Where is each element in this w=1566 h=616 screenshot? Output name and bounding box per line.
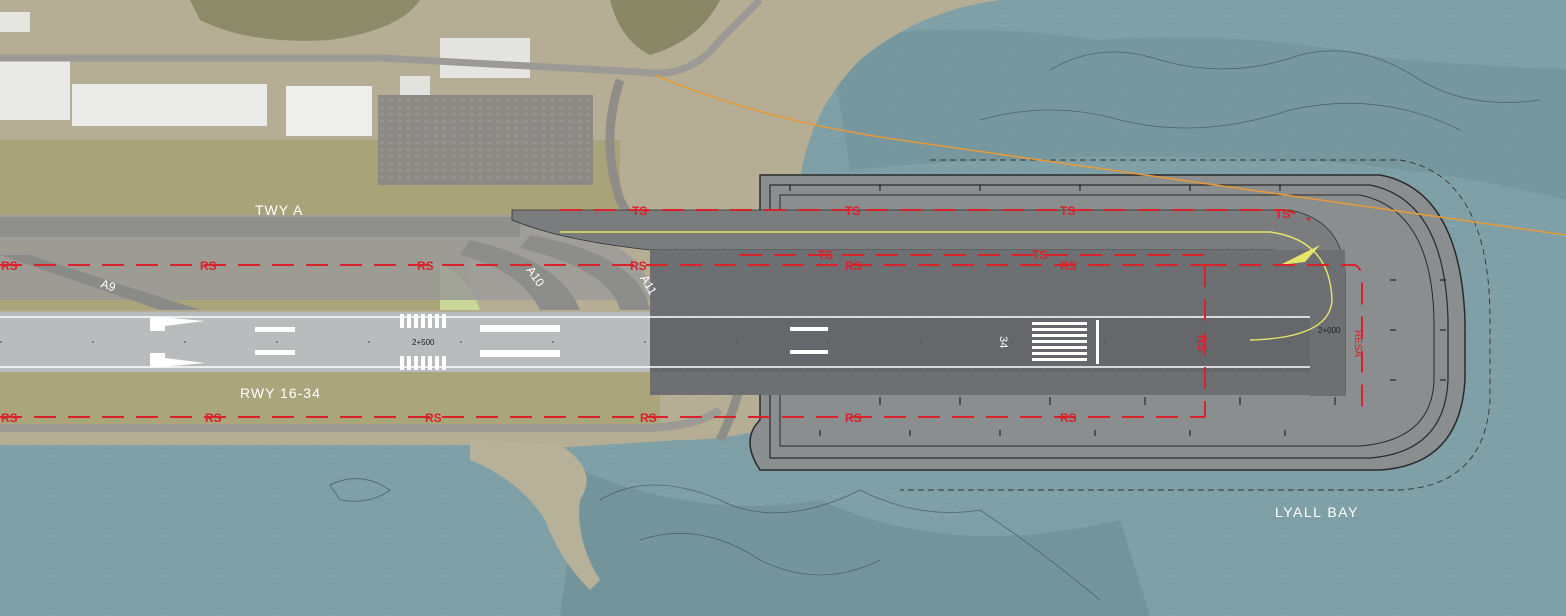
taxiway-a9	[0, 255, 200, 310]
reef-area	[830, 30, 1566, 200]
building	[0, 60, 70, 120]
grass-south	[0, 372, 660, 424]
rs-label: RS	[425, 411, 442, 425]
taxiway-label: TWY A	[255, 202, 303, 218]
runway-markings	[150, 314, 828, 370]
hill-top-right	[610, 0, 720, 55]
rs-label: RS	[205, 411, 222, 425]
taxi-centreline	[560, 231, 1333, 341]
runway-threshold	[1032, 320, 1099, 364]
rs-label: RS	[417, 259, 434, 273]
rs-label: RS	[845, 411, 862, 425]
building	[286, 86, 372, 136]
ts-label: TS	[845, 204, 860, 218]
rs-label: RS	[1, 259, 18, 273]
rs-label: RS	[640, 411, 657, 425]
hill-top	[190, 0, 420, 41]
sea-contours	[329, 50, 1541, 601]
rs-label: RS	[200, 259, 217, 273]
rs-label-vertical: RS	[1195, 335, 1209, 352]
rs-label: RS	[1060, 259, 1077, 273]
south-road	[0, 406, 723, 432]
building	[440, 38, 530, 78]
road	[0, 0, 763, 77]
ts-label: TS	[818, 248, 833, 262]
rs-label: RS	[1060, 411, 1077, 425]
runway-label: RWY 16-34	[240, 385, 321, 401]
rs-label: RS	[845, 259, 862, 273]
reclamation-inner	[779, 194, 1435, 447]
ts-label: TS	[632, 204, 647, 218]
land-spit	[470, 440, 600, 590]
resa-label: RESA	[1352, 330, 1363, 358]
rs-label: RS	[630, 259, 647, 273]
ts-label: TS	[1032, 248, 1047, 262]
chainage-label: 2+500	[412, 338, 435, 347]
carpark-cars	[380, 98, 590, 182]
chainage-label-end: 2+000	[1318, 326, 1341, 335]
safety-lines	[0, 209, 1363, 418]
rs-label: RS	[1, 411, 18, 425]
building	[72, 84, 267, 126]
reef-area-south	[560, 470, 1150, 616]
runway-number: 34	[997, 336, 1009, 348]
taxi-arrow	[1280, 245, 1320, 265]
bay-label: LYALL BAY	[1275, 504, 1359, 520]
taxiway-a11	[520, 235, 650, 310]
runway-existing	[0, 312, 650, 372]
building	[400, 76, 430, 98]
taxiway-a	[0, 217, 520, 237]
taxi-a9-label: A9	[99, 277, 118, 295]
batter-ticks	[789, 185, 1446, 436]
runway-extension	[650, 318, 1310, 372]
reclamation-dashed	[900, 159, 1491, 491]
boundary-line	[654, 74, 1566, 236]
ts-label: TS	[1275, 207, 1290, 221]
building	[0, 12, 30, 32]
taxiway-a10	[460, 240, 580, 310]
ts-label: TS	[1060, 204, 1075, 218]
reclamation-mid	[769, 184, 1449, 459]
